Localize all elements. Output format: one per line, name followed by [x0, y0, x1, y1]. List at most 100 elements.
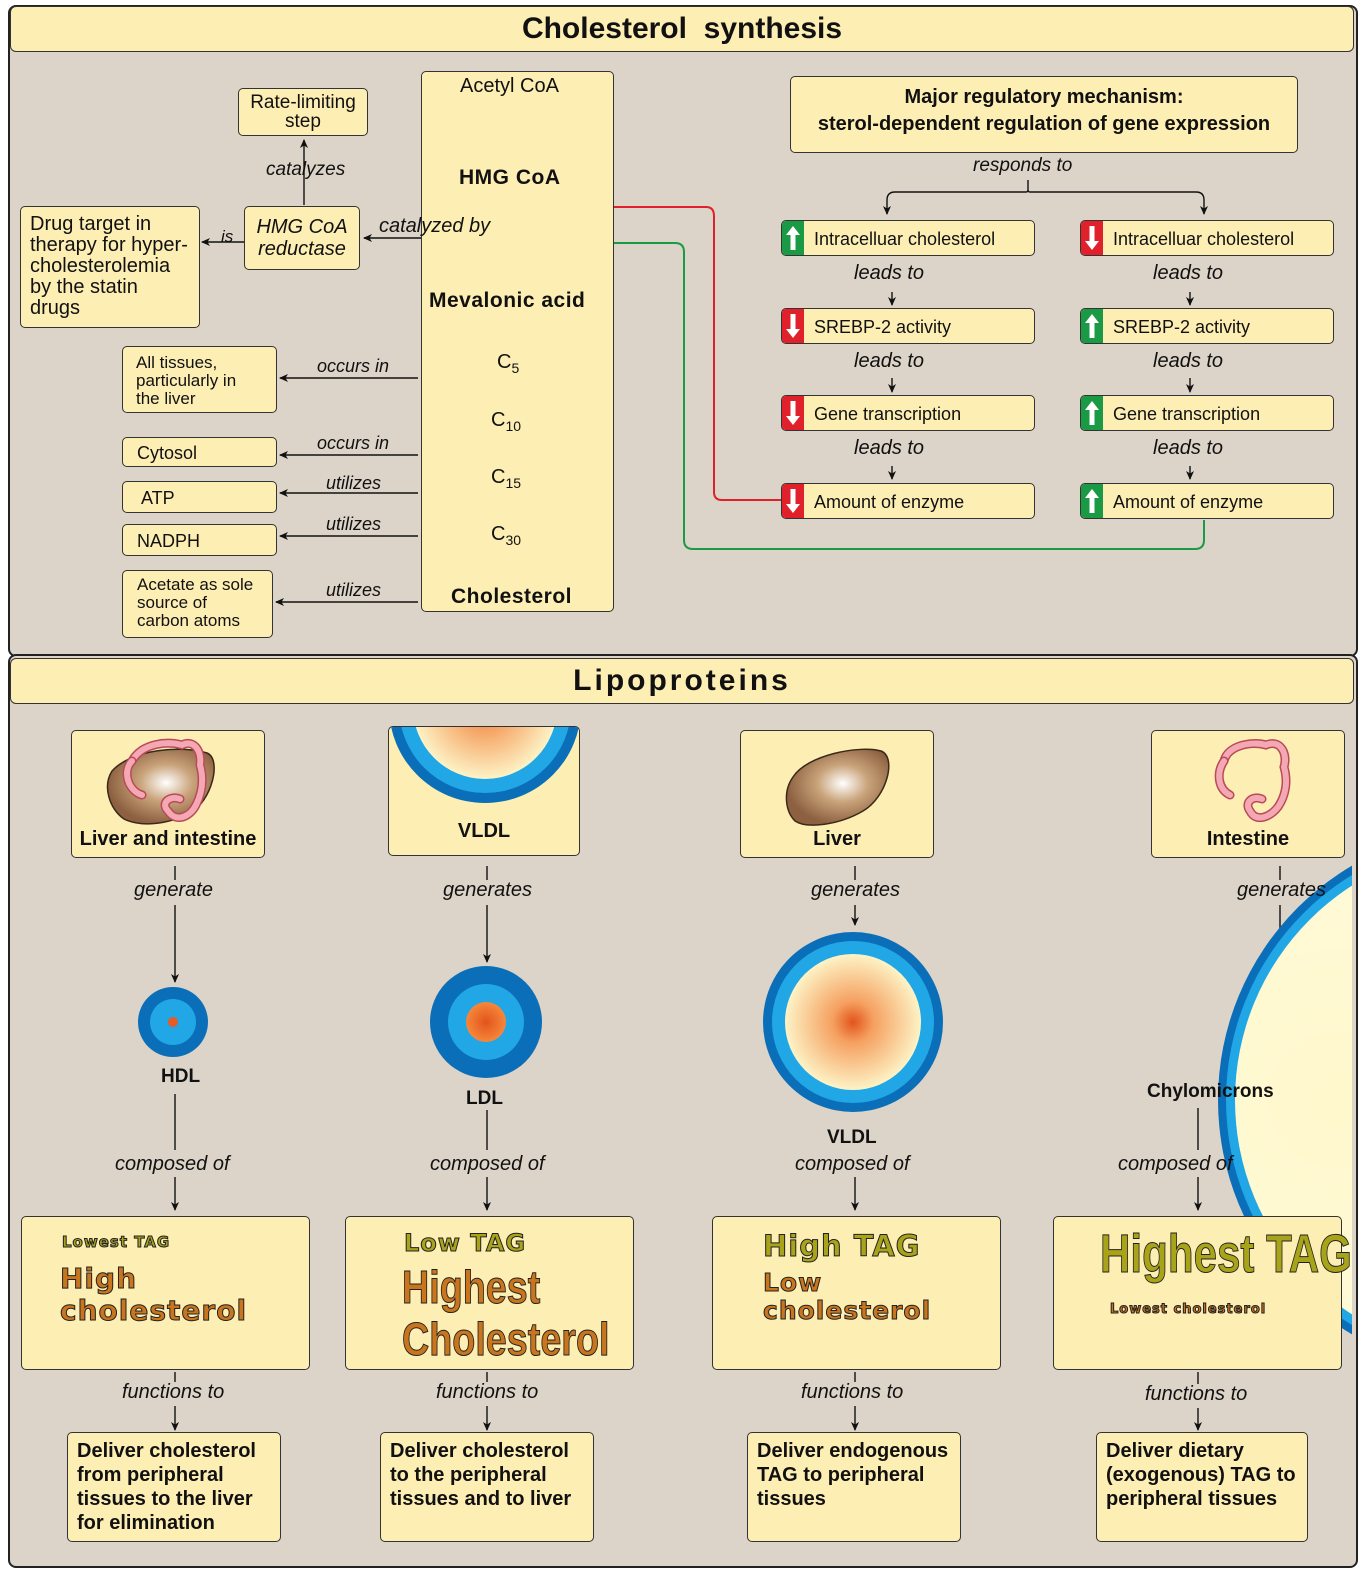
hdl-particle [138, 987, 208, 1057]
pathway-c5: C5 [497, 351, 520, 376]
chol-line-chylomicrons: Lowest cholesterol [1110, 1302, 1267, 1317]
composed-label-1: composed of [430, 1153, 545, 1175]
regulation-right-label-2: Gene transcription [1113, 404, 1261, 424]
composed-label-0: composed of [115, 1153, 230, 1175]
arrow-down-icon [782, 484, 804, 518]
chol-line-hdl: High cholesterol [60, 1262, 248, 1327]
arrow-up-icon [1081, 309, 1103, 343]
composition-box-vldl: High TAG Low cholesterol [712, 1216, 1001, 1370]
regulation-title-line1: Major regulatory mechanism: [904, 86, 1184, 108]
side-box-all-tissues: All tissues, particularly in the liver [122, 346, 277, 413]
regulation-right-step-0: Intracelluar cholesterol [1080, 220, 1334, 256]
verb-label-0: generate [134, 879, 213, 901]
arrow-up-icon [1081, 484, 1103, 518]
regulation-left-step-2: Gene transcription [781, 395, 1035, 431]
pathway-hmg-coa: HMG CoA [459, 166, 561, 189]
is-label: is [221, 227, 234, 246]
pathway-acetyl-coa: Acetyl CoA [460, 75, 559, 97]
particle-label-chylomicrons: Chylomicrons [1147, 1081, 1274, 1102]
arrow-down-icon [1081, 221, 1103, 255]
source-box-intestine: Intestine [1151, 730, 1345, 858]
arrow-up-icon [1081, 396, 1103, 430]
composition-box-hdl: Lowest TAG High cholesterol [21, 1216, 310, 1370]
source-box-liver-intestine: Liver and intestine [71, 730, 265, 858]
regulation-left-step-1: SREBP-2 activity [781, 308, 1035, 344]
leads-to-right-1: leads to [1153, 350, 1224, 372]
verb-label-2: generates [811, 879, 900, 901]
vldl-icon [391, 727, 579, 803]
pathway-c15: C15 [491, 466, 522, 491]
regulation-left-label-1: SREBP-2 activity [814, 317, 952, 337]
particle-label-hdl: HDL [161, 1066, 201, 1087]
leads-to-right-0: leads to [1153, 262, 1224, 284]
drug-target-box: Drug target in therapy for hyper-cholest… [20, 206, 200, 328]
liver-icon [785, 748, 890, 826]
function-box-ldl: Deliver cholesterol to the peripheral ti… [380, 1432, 594, 1542]
regulation-right-step-3: Amount of enzyme [1080, 483, 1334, 519]
composed-label-2: composed of [795, 1153, 910, 1175]
regulation-left-step-0: Intracelluar cholesterol [781, 220, 1035, 256]
chol-line-vldl: Low cholesterol [763, 1268, 932, 1325]
leads-to-left-1: leads to [854, 350, 925, 372]
source-name-2: Liver [813, 828, 861, 850]
regulation-left-step-3: Amount of enzyme [781, 483, 1035, 519]
verb-label-3: generates [1237, 879, 1326, 901]
regulation-left-label-0: Intracelluar cholesterol [814, 229, 996, 249]
regulation-title-line2: sterol-dependent regulation of gene expr… [817, 113, 1271, 135]
synthesis-title: Cholesterol synthesis [10, 6, 1354, 52]
leads-to-right-2: leads to [1153, 437, 1224, 459]
pathway-cholesterol: Cholesterol [451, 585, 573, 608]
regulation-right-label-1: SREBP-2 activity [1113, 317, 1251, 337]
leads-to-left-2: leads to [854, 437, 925, 459]
regulation-left-label-2: Gene transcription [814, 404, 962, 424]
source-name-0: Liver and intestine [79, 828, 257, 850]
regulation-title-box: Major regulatory mechanism: sterol-depen… [790, 76, 1298, 153]
hmg-reductase-box: HMG CoA reductase [244, 206, 360, 270]
function-box-chylomicrons: Deliver dietary (exogenous) TAG to perip… [1096, 1432, 1308, 1542]
particle-label-ldl: LDL [466, 1088, 503, 1109]
liver-intestine-icon [106, 738, 215, 825]
particle-label-vldl: VLDL [827, 1127, 877, 1148]
regulation-left-label-3: Amount of enzyme [814, 492, 965, 512]
vldl-particle [763, 932, 943, 1112]
regulation-right-step-2: Gene transcription [1080, 395, 1334, 431]
arrow-down-icon [782, 396, 804, 430]
tag-line-hdl: Lowest TAG [61, 1233, 171, 1252]
catalyzed-by-label: catalyzed by [379, 215, 491, 237]
tag-line-vldl: High TAG [763, 1229, 921, 1264]
verb-label-1: generates [443, 879, 532, 901]
side-label-0: occurs in [317, 356, 390, 376]
tag-line-chylomicrons: Highest TAG [1100, 1224, 1353, 1285]
composed-label-3: composed of [1118, 1153, 1233, 1175]
function-box-vldl: Deliver endogenous TAG to peripheral tis… [747, 1432, 961, 1542]
functions-label-2: functions to [801, 1381, 904, 1403]
composition-box-chylomicrons: Highest TAG Lowest cholesterol [1053, 1216, 1352, 1370]
pathway-c30: C30 [491, 523, 522, 548]
side-label-1: occurs in [317, 433, 390, 453]
composition-box-ldl: Low TAG Highest Cholesterol [345, 1216, 634, 1370]
functions-label-0: functions to [122, 1381, 225, 1403]
responds-to-label: responds to [973, 155, 1073, 176]
leads-to-left-0: leads to [854, 262, 925, 284]
source-box-liver: Liver [740, 730, 934, 858]
side-box-nadph: NADPH [122, 524, 277, 556]
side-label-4: utilizes [326, 580, 382, 600]
regulation-right-step-1: SREBP-2 activity [1080, 308, 1334, 344]
source-box-vldl: VLDL [388, 726, 580, 856]
function-box-hdl: Deliver cholesterol from peripheral tiss… [67, 1432, 281, 1542]
catalyzes-label: catalyzes [266, 159, 346, 180]
side-label-3: utilizes [326, 514, 382, 534]
functions-label-3: functions to [1145, 1383, 1248, 1405]
rate-limiting-box: Rate-limiting step [238, 88, 368, 136]
pathway-column [421, 71, 614, 612]
chol-line-ldl: Highest Cholesterol [402, 1261, 610, 1366]
side-label-2: utilizes [326, 473, 382, 493]
intestine-icon [1214, 739, 1291, 823]
regulation-right-label-0: Intracelluar cholesterol [1113, 229, 1295, 249]
arrow-down-icon [782, 309, 804, 343]
regulation-right-label-3: Amount of enzyme [1113, 492, 1264, 512]
lipoproteins-title: Lipoproteins [10, 658, 1354, 704]
pathway-mevalonic-acid: Mevalonic acid [429, 289, 586, 312]
source-name-3: Intestine [1206, 828, 1290, 850]
side-box-acetate: Acetate as sole source of carbon atoms [122, 570, 273, 638]
